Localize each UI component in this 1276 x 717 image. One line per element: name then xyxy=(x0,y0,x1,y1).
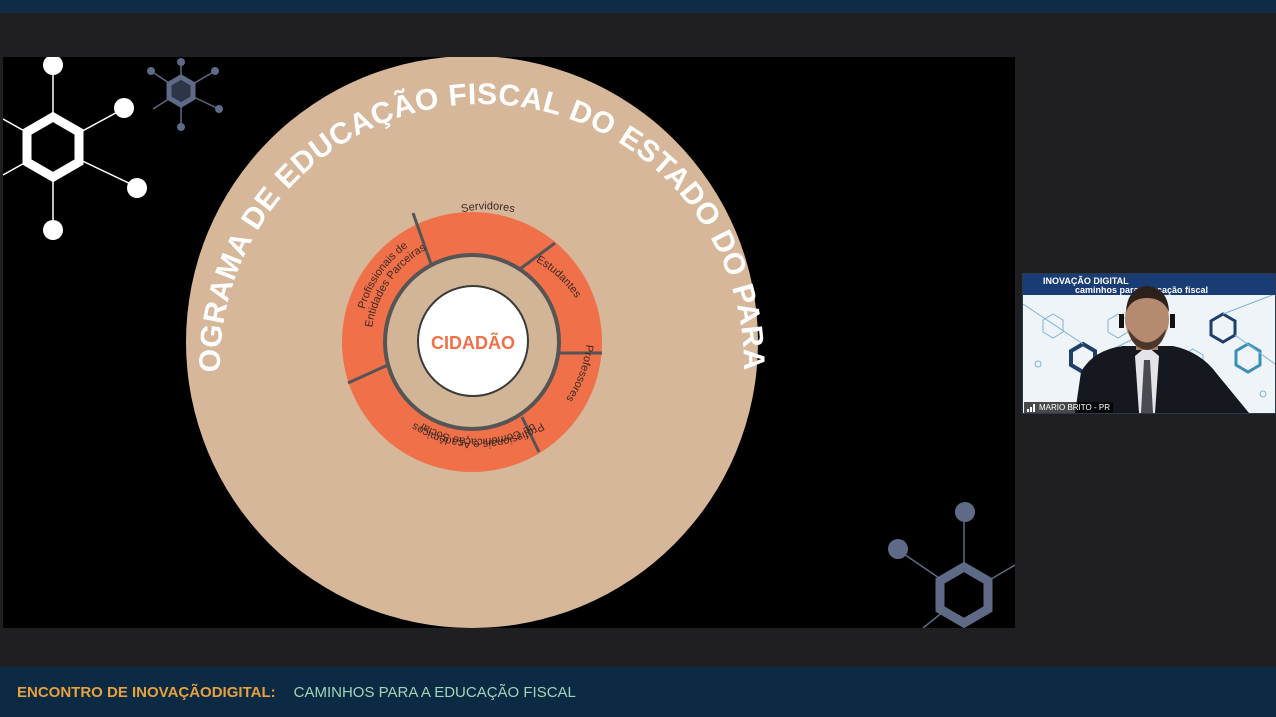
molecule-decoration-icon xyxy=(3,57,223,240)
event-label: ENCONTRO DE INOVAÇÃODIGITAL: xyxy=(17,683,276,701)
center-circle xyxy=(417,285,529,397)
education-program-diagram: PROGRAMA DE EDUCAÇÃO FISCAL DO ESTADO DO… xyxy=(3,57,1015,628)
center-label: CIDADÃO xyxy=(431,332,515,353)
participant-video-frame: INOVAÇÃO DIGITAL caminhos para educação … xyxy=(1023,274,1275,413)
participant-name-badge: MARIO BRITO - PR xyxy=(1024,402,1113,413)
molecule-decoration-bottom-icon xyxy=(888,502,1015,628)
banner-title: INOVAÇÃO DIGITAL xyxy=(1043,276,1129,286)
shared-screen-slide: PROGRAMA DE EDUCAÇÃO FISCAL DO ESTADO DO… xyxy=(3,57,1015,628)
event-footer-bar: ENCONTRO DE INOVAÇÃODIGITAL: CAMINHOS PA… xyxy=(0,667,1276,717)
participant-video-tile[interactable]: INOVAÇÃO DIGITAL caminhos para educação … xyxy=(1022,273,1276,414)
event-title: CAMINHOS PARA A EDUCAÇÃO FISCAL xyxy=(293,683,576,701)
participant-video-feed xyxy=(1075,286,1249,413)
signal-icon xyxy=(1027,403,1035,412)
participant-name: MARIO BRITO - PR xyxy=(1039,403,1110,412)
segment-label-servidores: Servidores xyxy=(460,200,516,215)
top-bar xyxy=(0,0,1276,13)
